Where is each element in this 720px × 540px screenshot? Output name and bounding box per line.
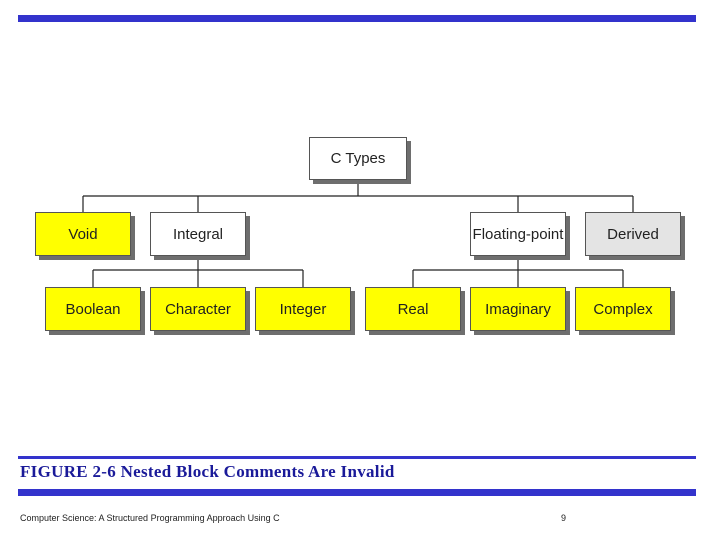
top-accent-bar bbox=[18, 15, 696, 22]
node-floating-point: Floating-point bbox=[470, 212, 566, 256]
footer-book-title: Computer Science: A Structured Programmi… bbox=[20, 513, 280, 523]
caption-divider bbox=[18, 456, 696, 459]
node-c-types: C Types bbox=[309, 137, 407, 180]
node-complex: Complex bbox=[575, 287, 671, 331]
bottom-accent-bar bbox=[18, 489, 696, 496]
node-boolean: Boolean bbox=[45, 287, 141, 331]
page-number: 9 bbox=[561, 513, 567, 523]
node-derived: Derived bbox=[585, 212, 681, 256]
figure-caption: FIGURE 2-6 Nested Block Comments Are Inv… bbox=[20, 462, 395, 481]
node-integer: Integer bbox=[255, 287, 351, 331]
node-real: Real bbox=[365, 287, 461, 331]
node-void: Void bbox=[35, 212, 131, 256]
node-imaginary: Imaginary bbox=[470, 287, 566, 331]
node-integral: Integral bbox=[150, 212, 246, 256]
node-character: Character bbox=[150, 287, 246, 331]
